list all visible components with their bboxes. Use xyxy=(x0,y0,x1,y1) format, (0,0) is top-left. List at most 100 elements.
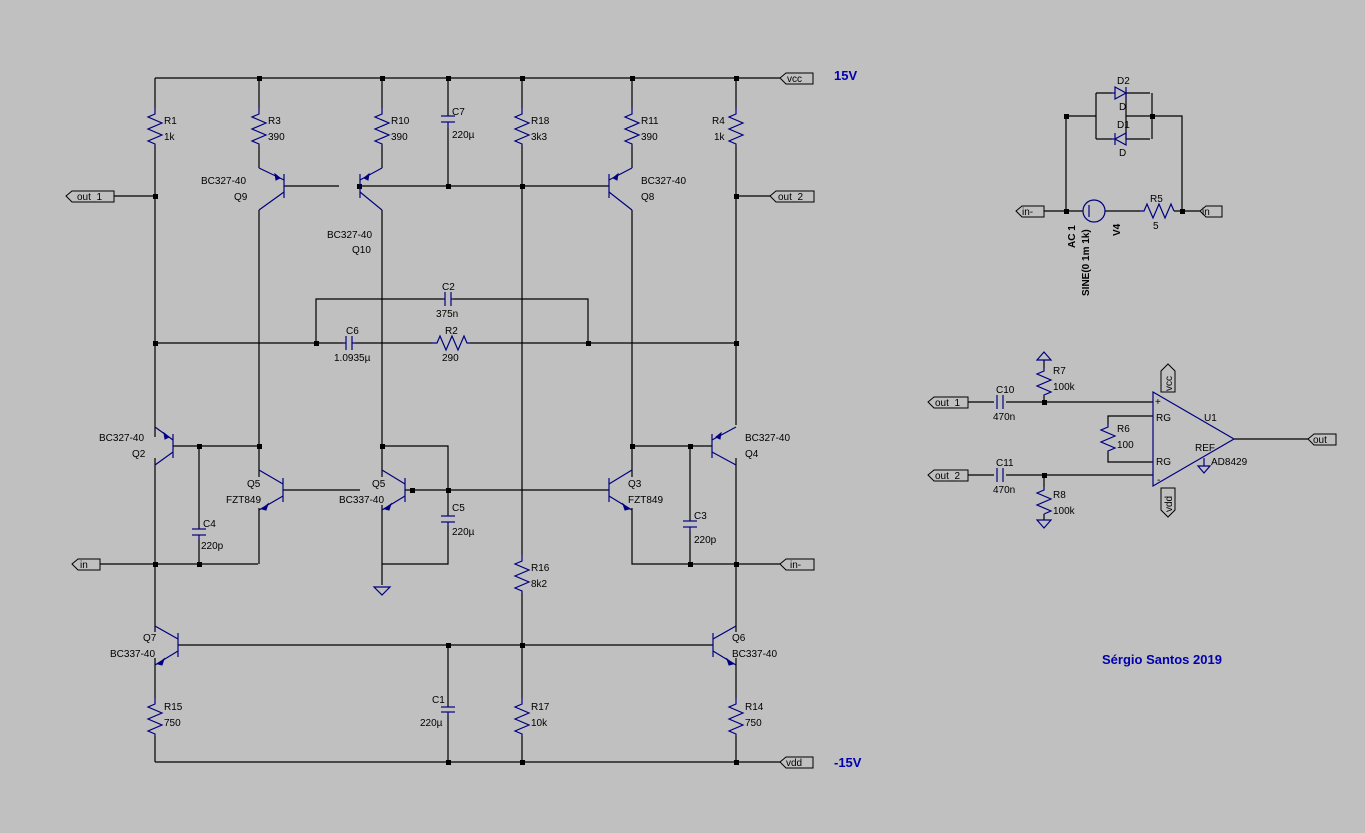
transistor-ref: Q5 xyxy=(247,479,261,490)
transistor-q5: Q5 BC337-40 xyxy=(339,469,406,511)
transistor-q8: BC327-40 Q8 xyxy=(608,167,686,211)
svg-text:in: in xyxy=(80,560,88,571)
capacitor-value: 375n xyxy=(436,309,458,320)
resistor-ref: R15 xyxy=(164,702,183,713)
transistor-model: BC327-40 xyxy=(641,176,686,187)
net-label-out-1: out_1 xyxy=(65,190,115,203)
resistor-r2: R2 290 xyxy=(432,326,470,364)
capacitor-ref: C6 xyxy=(346,326,359,337)
wires xyxy=(86,77,780,763)
author-credit: Sérgio Santos 2019 xyxy=(1102,652,1222,667)
transistor-model: FZT849 xyxy=(226,495,261,506)
transistor-q7: Q7 BC337-40 xyxy=(110,625,179,666)
source-junctions xyxy=(1064,114,1185,214)
resistor-ref: R14 xyxy=(745,702,764,713)
transistor-q1: Q5 FZT849 xyxy=(226,469,284,511)
capacitor-value: 220p xyxy=(201,541,224,552)
resistor-value: 10k xyxy=(531,718,548,729)
capacitor-ref: C10 xyxy=(996,385,1015,396)
transistor-model: BC327-40 xyxy=(201,176,246,187)
resistor-ref: R5 xyxy=(1150,194,1163,205)
diode-ref: D2 xyxy=(1117,76,1130,87)
transistor-model: BC327-40 xyxy=(99,433,144,444)
svg-text:vcc: vcc xyxy=(787,74,802,85)
resistor-value: 750 xyxy=(164,718,181,729)
diode-d2: D2 D xyxy=(1112,76,1130,113)
transistor-model: BC337-40 xyxy=(339,495,384,506)
ground-symbol xyxy=(372,586,392,596)
capacitor-c6: C6 1.0935µ xyxy=(334,326,371,364)
amp-model: AD8429 xyxy=(1211,457,1248,468)
svg-text:out: out xyxy=(1313,435,1327,446)
capacitor-value: 220µ xyxy=(452,130,475,141)
svg-text:out_1: out_1 xyxy=(935,398,960,409)
amp-ref: U1 xyxy=(1204,413,1217,424)
resistor-value: 390 xyxy=(391,132,408,143)
resistor-ref: R10 xyxy=(391,116,410,127)
transistor-ref: Q5 xyxy=(372,479,386,490)
transistor-ref: Q8 xyxy=(641,192,655,203)
resistor-value: 100k xyxy=(1053,506,1076,517)
transistor-ref: Q2 xyxy=(132,449,146,460)
capacitor-value: 220p xyxy=(694,535,717,546)
capacitor-ref: C3 xyxy=(694,511,707,522)
resistor-value: 1k xyxy=(714,132,726,143)
resistor-r14: R14 750 xyxy=(727,698,764,736)
capacitor-c5: C5 220µ xyxy=(441,503,475,538)
transistor-q9: BC327-40 Q9 xyxy=(201,167,285,211)
capacitor-c2: C2 375n xyxy=(436,282,458,320)
amp-pin-vdd: vdd xyxy=(1164,496,1175,512)
transistor-ref: Q6 xyxy=(732,633,746,644)
resistor-value: 5 xyxy=(1153,221,1159,232)
resistor-ref: R7 xyxy=(1053,366,1066,377)
amp-pin-rg-2: RG xyxy=(1156,457,1171,468)
resistor-ref: R18 xyxy=(531,116,550,127)
current-source-v4: AC 1 SINE(0 1m 1k) V4 xyxy=(1067,199,1123,296)
net-label-in: in xyxy=(71,558,101,571)
resistor-r10: R10 390 xyxy=(373,108,410,146)
capacitor-ref: C4 xyxy=(203,519,216,530)
transistor-model: BC327-40 xyxy=(745,433,790,444)
resistor-ref: R6 xyxy=(1117,424,1130,435)
resistor-value: 100k xyxy=(1053,382,1076,393)
resistor-value: 390 xyxy=(268,132,285,143)
resistor-value: 3k3 xyxy=(531,132,548,143)
svg-text:in: in xyxy=(1202,207,1210,218)
transistor-model: BC337-40 xyxy=(110,649,155,660)
amp-pin-plus: + xyxy=(1155,397,1161,408)
resistor-r1: R1 1k xyxy=(146,108,177,146)
resistor-r8: R8 100k xyxy=(1035,487,1076,529)
resistor-ref: R3 xyxy=(268,116,281,127)
resistor-ref: R11 xyxy=(641,116,659,127)
capacitor-c11: C11 470n xyxy=(993,458,1015,496)
net-label-in-source: in xyxy=(1199,205,1223,218)
resistor-value: 390 xyxy=(641,132,658,143)
svg-text:in-: in- xyxy=(1022,207,1033,218)
capacitor-value: 220µ xyxy=(420,718,443,729)
transistor-q10: BC327-40 Q10 xyxy=(327,167,383,256)
amp-wires xyxy=(968,360,1308,520)
amplifier-u1: + RG RG - REF U1 AD8429 vcc vdd xyxy=(1152,363,1248,518)
capacitor-c3: C3 220p xyxy=(683,511,717,546)
transistor-ref: Q3 xyxy=(628,479,642,490)
supply-label-positive: 15V xyxy=(834,68,857,83)
capacitor-ref: C11 xyxy=(996,458,1014,469)
capacitor-value: 470n xyxy=(993,412,1015,423)
diode-ref: D1 xyxy=(1117,120,1130,131)
resistor-r11: R11 390 xyxy=(623,108,659,146)
amp-pin-vcc: vcc xyxy=(1164,376,1175,391)
resistor-r18: R18 3k3 xyxy=(513,108,550,146)
net-label-vcc: vcc xyxy=(779,72,814,85)
capacitor-value: 470n xyxy=(993,485,1015,496)
transistor-ref: Q10 xyxy=(352,245,371,256)
resistor-r17: R17 10k xyxy=(513,698,550,736)
capacitor-ref: C7 xyxy=(452,107,465,118)
transistor-q4: BC327-40 Q4 xyxy=(711,426,790,466)
net-label-vdd: vdd xyxy=(779,756,814,769)
resistor-r6: R6 100 xyxy=(1099,424,1134,452)
resistor-value: 290 xyxy=(442,353,459,364)
svg-text:out_1: out_1 xyxy=(77,192,102,203)
amp-pin-ref: REF xyxy=(1195,443,1215,454)
transistor-model: BC337-40 xyxy=(732,649,777,660)
capacitor-ref: C5 xyxy=(452,503,465,514)
